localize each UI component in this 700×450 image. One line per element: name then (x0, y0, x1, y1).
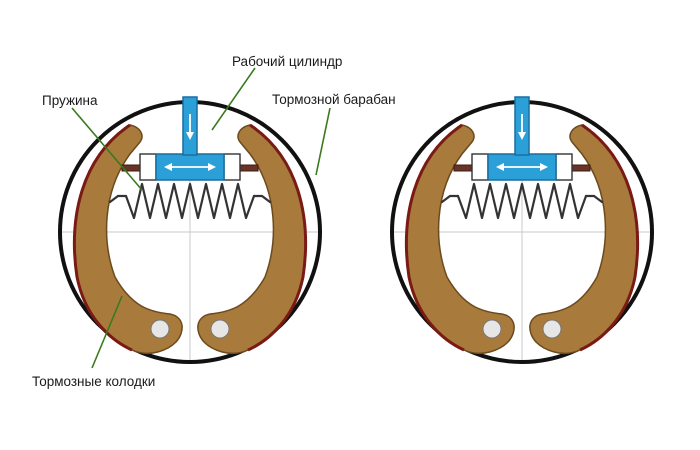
brake-assembly-applied (390, 95, 654, 364)
leader-spring (71, 107, 143, 191)
brake-assembly-released (58, 95, 322, 364)
leader-working-cylinder (211, 67, 256, 131)
label-brake-drum: Тормозной барабан (272, 92, 396, 107)
leader-brake-shoes (91, 295, 123, 369)
label-working-cylinder: Рабочий цилиндр (232, 54, 342, 69)
leader-brake-drum (315, 107, 331, 176)
label-brake-shoes: Тормозные колодки (32, 374, 155, 389)
label-spring: Пружина (42, 93, 98, 108)
